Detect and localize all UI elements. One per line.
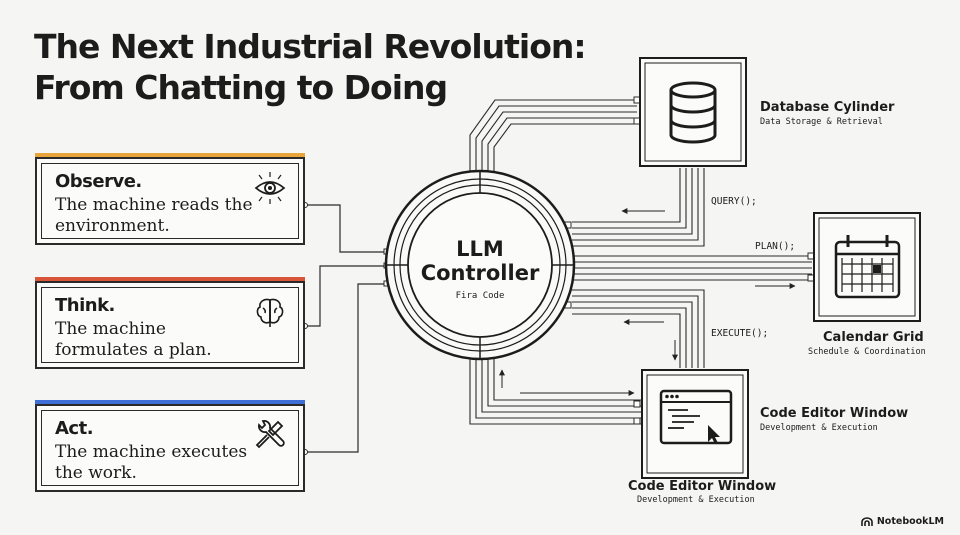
notebooklm-logo-icon [861, 516, 873, 526]
plan-call-label: PLAN(); [755, 241, 796, 252]
brand-name: NotebookLM [876, 516, 944, 527]
execute-call-label: EXECUTE(); [711, 328, 769, 339]
brain-icon [256, 298, 284, 327]
calendar-icon [834, 235, 901, 299]
code-editor-right-label: Code Editor Window [760, 406, 909, 421]
think-title: Think. [55, 295, 115, 316]
act-card: Act. The machine executes the work. [35, 400, 305, 492]
database-label: Database Cylinder [760, 100, 895, 115]
wrench-icon [255, 420, 285, 449]
notebooklm-brand: NotebookLM [861, 516, 944, 527]
database-bus [469, 99, 637, 180]
think-accent-bar [35, 277, 305, 281]
observe-card: Observe. The machine reads the environme… [35, 153, 305, 245]
title-line-2: From Chatting to Doing [34, 68, 448, 107]
database-icon [669, 81, 717, 144]
title-line-1: The Next Industrial Revolution: [34, 27, 587, 66]
database-subtitle: Data Storage & Retrieval [760, 117, 883, 127]
code-editor-icon [659, 389, 733, 445]
code-editor-box [641, 369, 749, 479]
observe-description: The machine reads the environment. [55, 195, 253, 236]
query-bus [572, 168, 705, 247]
eye-icon [254, 172, 286, 204]
query-call-label: QUERY(); [711, 196, 757, 207]
observe-title: Observe. [55, 171, 142, 192]
controller-ring [384, 169, 576, 361]
controller-title: LLM Controller [420, 237, 540, 285]
calendar-subtitle: Schedule & Coordination [808, 347, 926, 357]
observe-accent-bar [35, 153, 305, 157]
controller-subtitle: Fira Code [455, 291, 505, 301]
editor-bus [469, 350, 642, 425]
code-editor-bottom-subtitle: Development & Execution [637, 495, 755, 505]
act-title: Act. [55, 418, 94, 439]
code-editor-bottom-label: Code Editor Window [628, 479, 777, 494]
database-box [639, 57, 747, 167]
code-editor-right-subtitle: Development & Execution [760, 423, 878, 433]
page-title: The Next Industrial Revolution: From Cha… [34, 26, 587, 108]
calendar-box [813, 212, 921, 322]
think-description: The machine formulates a plan. [55, 319, 212, 360]
think-card: Think. The machine formulates a plan. [35, 277, 305, 369]
act-description: The machine executes the work. [55, 442, 248, 483]
calendar-label: Calendar Grid [823, 330, 924, 345]
card-connectors [305, 204, 388, 453]
plan-bus [572, 255, 812, 281]
execute-bus [572, 289, 705, 368]
act-accent-bar [35, 400, 305, 404]
llm-controller: LLM Controller Fira Code [400, 237, 560, 301]
